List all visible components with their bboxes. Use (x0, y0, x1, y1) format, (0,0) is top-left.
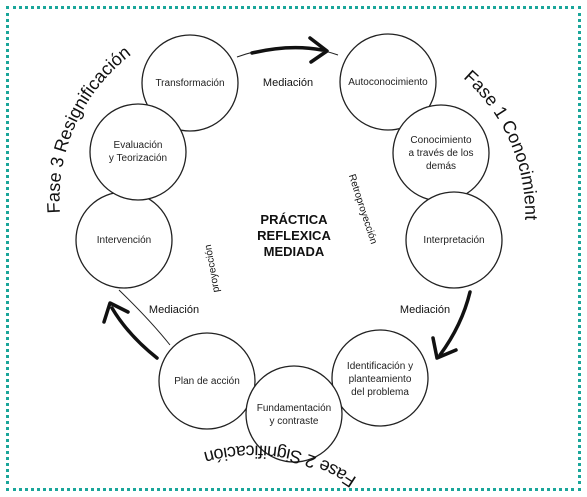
node-evaluacion: Evaluación y Teorización (89, 103, 187, 201)
arrow-right (431, 290, 472, 360)
arrow-top (250, 36, 329, 64)
proyeccion-label: proyección (203, 244, 222, 294)
center-title-line: REFLEXICA (257, 228, 331, 243)
node-identificacion: Identificación y planteamiento del probl… (331, 329, 429, 427)
node-label: del problema (351, 387, 409, 398)
node-label: Evaluación (114, 140, 163, 151)
node-autoconocimiento: Autoconocimiento (339, 33, 437, 131)
node-label: planteamiento (349, 374, 412, 385)
mediation-label-right: Mediación (400, 304, 450, 316)
mediation-label-left: Mediación (149, 304, 199, 316)
mediation-label-top: Mediación (263, 77, 313, 89)
node-transformacion: Transformación (141, 34, 239, 132)
node-label: Intervención (97, 235, 151, 246)
node-label: Autoconocimiento (348, 77, 428, 88)
node-label: Identificación y (347, 361, 413, 372)
node-interpretacion: Interpretación (405, 191, 503, 289)
node-label: Interpretación (423, 235, 484, 246)
node-label: a través de los (408, 148, 473, 159)
node-fundamentacion: Fundamentación y contraste (245, 365, 343, 463)
node-label: Plan de acción (174, 376, 240, 387)
node-conocimiento-demas: Conocimiento a través de los demás (392, 104, 490, 202)
center-title-line: MEDIADA (264, 244, 325, 259)
node-label: y Teorización (109, 153, 167, 164)
cycle-connector (118, 289, 171, 346)
node-label: Transformación (155, 78, 224, 89)
retroproyeccion-label: Retroproyección (346, 173, 379, 246)
node-plan-accion: Plan de acción (158, 332, 256, 430)
node-label: y contraste (270, 416, 319, 427)
dotted-frame (6, 6, 581, 491)
node-label: demás (426, 161, 456, 172)
phase2-label: Fase 2 Significación (202, 441, 359, 491)
arrow-left (102, 301, 159, 360)
center-title-line: PRÁCTICA (260, 212, 328, 227)
node-label: Conocimiento (410, 135, 472, 146)
node-label: Fundamentación (257, 403, 332, 414)
node-intervencion: Intervención (75, 191, 173, 289)
